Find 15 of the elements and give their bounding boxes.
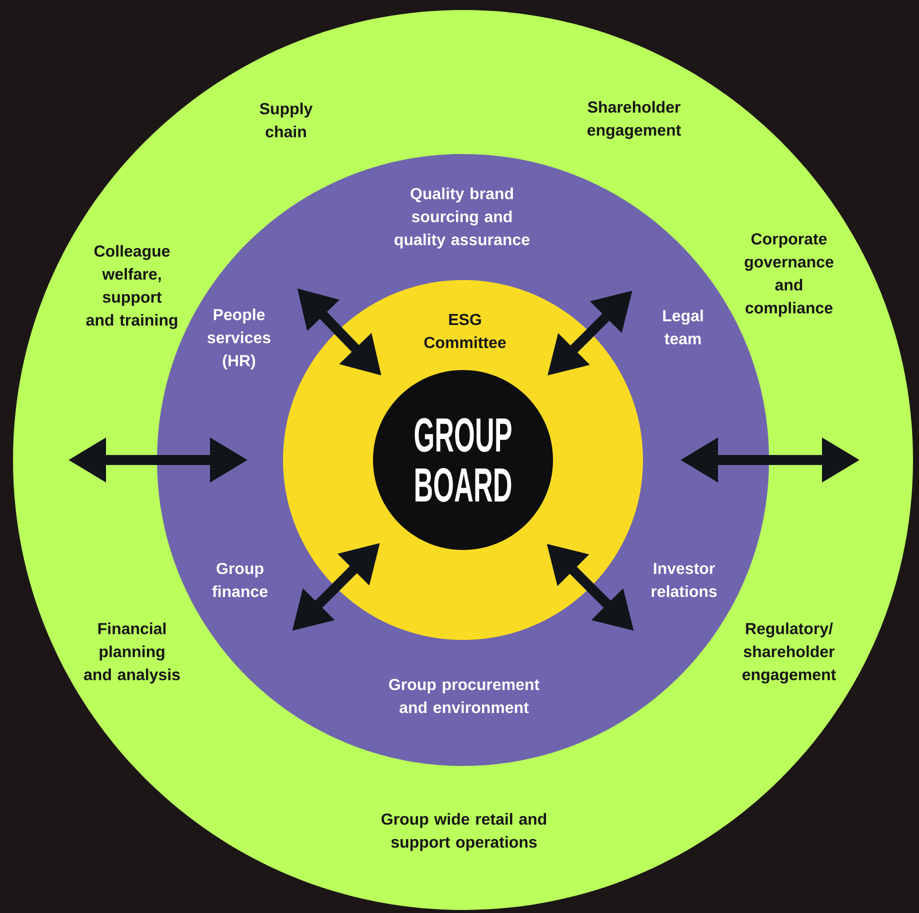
ring-label: People services (HR) <box>208 308 270 370</box>
ring-label: Colleague welfare, support and training <box>86 245 178 329</box>
ring-label: Investor relations <box>652 562 717 598</box>
ring-label: Quality brand sourcing and quality assurance <box>394 188 530 248</box>
ring-label: Regulatory/ shareholder engagement <box>742 622 836 684</box>
ring-label: ESG Committee <box>424 314 506 348</box>
ring-label: Group procurement and environment <box>389 678 540 714</box>
ring-label: Group finance <box>212 562 268 598</box>
ring-label: Financial planning and analysis <box>84 622 180 684</box>
ring-label: Shareholder engagement <box>588 101 681 139</box>
ring-label: Supply chain <box>260 102 313 138</box>
title-text: GROUP BOARD <box>414 418 512 502</box>
ring-label: Group wide retail and support operations <box>382 813 546 851</box>
ring-label: Corporate governance and compliance <box>744 233 834 317</box>
ring-label: Legal team <box>663 310 703 344</box>
